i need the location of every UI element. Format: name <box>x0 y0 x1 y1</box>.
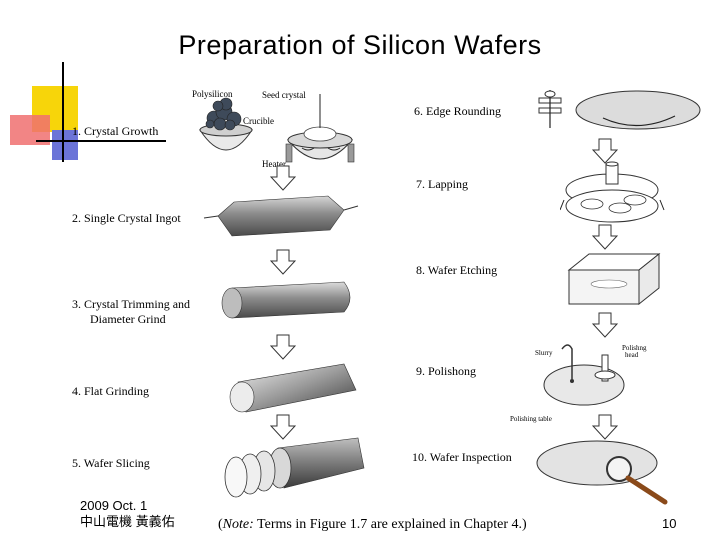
step-7-label: 7. Lapping <box>416 177 468 191</box>
figure-note: (Note: Terms in Figure 1.7 are explained… <box>218 517 527 533</box>
down-arrow-icon <box>270 249 296 275</box>
wafer-inspection-illustration <box>536 440 668 505</box>
step-10-label: 10. Wafer Inspection <box>412 450 512 464</box>
down-arrow-icon <box>592 312 618 338</box>
step-4-label: 4. Flat Grinding <box>72 384 149 398</box>
polishing-table-label: Polishing table <box>510 415 552 423</box>
footer-date-author: 2009 Oct. 1 中山電機 黃義佑 <box>80 498 175 530</box>
edge-rounding-illustration <box>538 90 701 130</box>
polysilicon-label: Polysilicon <box>192 89 233 99</box>
polishing-head-label-line2: head <box>625 351 639 359</box>
decorative-vertical-line <box>62 62 64 162</box>
down-arrow-icon <box>270 165 296 191</box>
step-9-label: 9. Polishong <box>416 364 477 378</box>
wafer-etching-illustration <box>567 252 661 306</box>
note-text: Terms in Figure 1.7 are explained in Cha… <box>253 517 527 532</box>
down-arrow-icon <box>270 414 296 440</box>
decorative-horizontal-line <box>36 140 166 142</box>
flat-ground-ingot-illustration <box>229 363 357 413</box>
step-5-label: 5. Wafer Slicing <box>72 456 150 470</box>
step-8-label: 8. Wafer Etching <box>416 263 498 277</box>
footer-author: 中山電機 黃義佑 <box>80 514 175 529</box>
step-3-label-line2: Diameter Grind <box>90 312 166 326</box>
note-open-paren: ( <box>218 517 223 532</box>
crystal-growth-illustration <box>199 94 355 163</box>
step-1-label: 1. Crystal Growth <box>72 124 159 138</box>
polishing-head-label: Polishng <box>622 344 647 352</box>
decorative-blue-block <box>52 130 78 160</box>
down-arrow-icon <box>592 138 618 164</box>
polishing-illustration <box>543 344 625 406</box>
down-arrow-icon <box>592 224 618 250</box>
slurry-label: Slurry <box>535 349 553 357</box>
page-title: Preparation of Silicon Wafers <box>178 30 542 60</box>
single-crystal-ingot-illustration <box>203 195 359 237</box>
seed-crystal-label: Seed crystal <box>262 90 306 100</box>
trimmed-ingot-illustration <box>221 281 351 319</box>
down-arrow-icon <box>270 334 296 360</box>
step-2-label: 2. Single Crystal Ingot <box>72 211 181 225</box>
page-number: 10 <box>662 516 677 531</box>
step-6-label: 6. Edge Rounding <box>414 104 501 118</box>
step-3-label: 3. Crystal Trimming and <box>72 297 191 311</box>
wafer-slicing-illustration <box>224 437 365 498</box>
crucible-label: Crucible <box>243 116 274 126</box>
note-emphasis: Note: <box>222 517 254 532</box>
heater-label: Heater <box>262 159 286 169</box>
down-arrow-icon <box>592 414 618 440</box>
lapping-illustration <box>560 161 665 223</box>
footer-date: 2009 Oct. 1 <box>80 498 148 513</box>
